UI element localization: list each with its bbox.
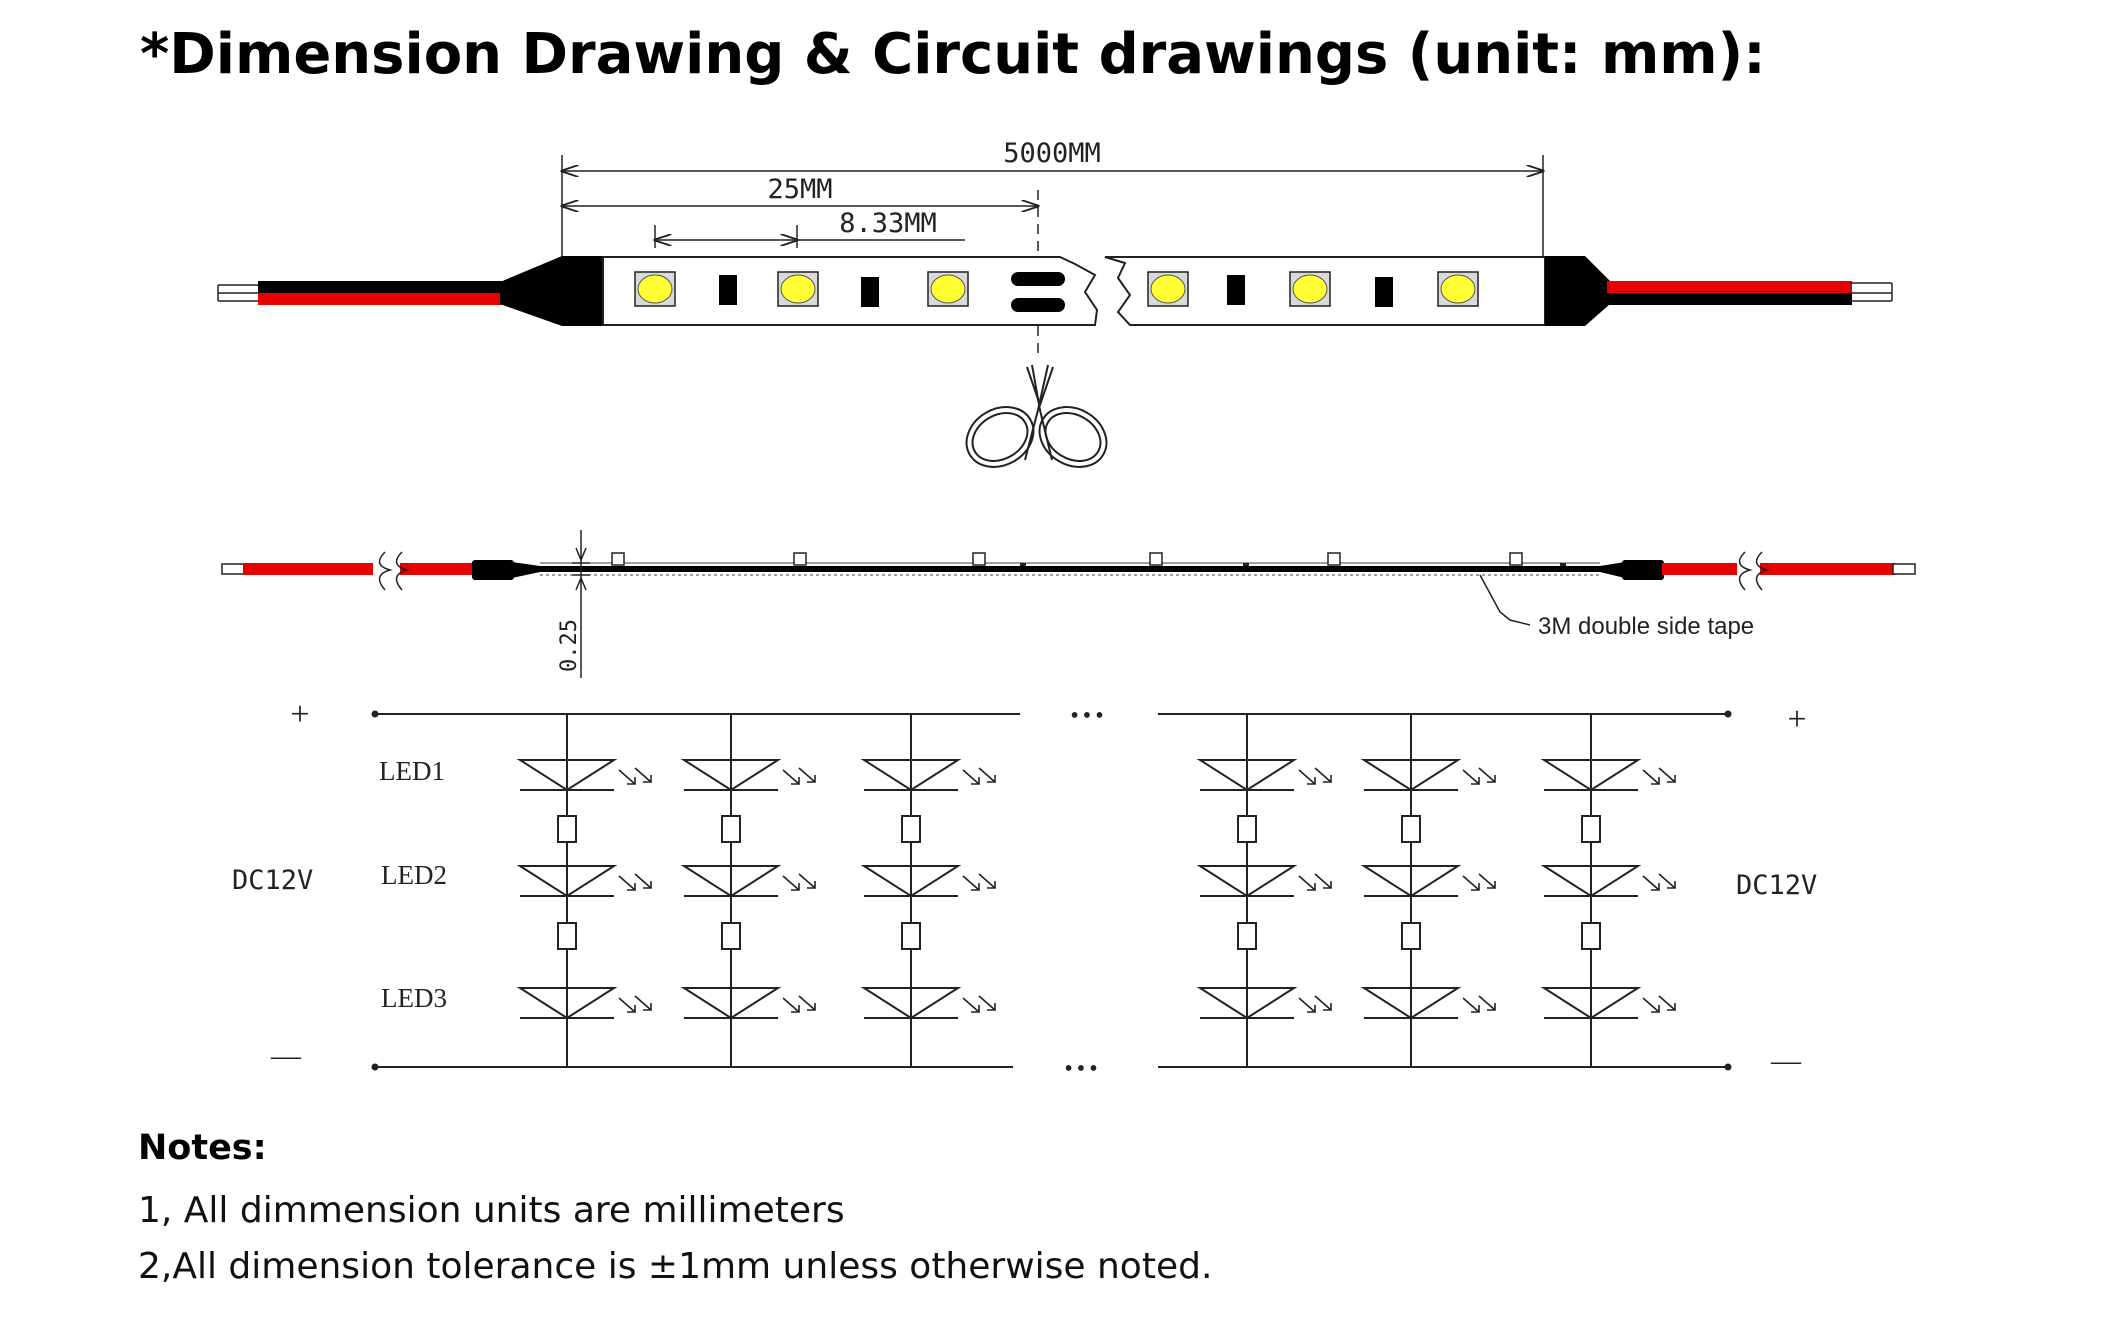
plus-sign-left: + xyxy=(290,696,309,733)
right-wire-pair xyxy=(1545,256,1893,326)
minus-sign-left: — xyxy=(270,1039,302,1072)
resistor-chip xyxy=(1227,275,1245,305)
side-view-strip: 0.25 3M double side tape xyxy=(221,530,1916,678)
led-symbol xyxy=(863,987,996,1019)
continuation-dots-bottom: ••• xyxy=(1064,1056,1101,1082)
resistor-symbol xyxy=(721,922,741,950)
led-chip xyxy=(1437,271,1479,307)
tape-label: 3M double side tape xyxy=(1538,613,1754,640)
note-item: 2,All dimension tolerance is ±1mm unless… xyxy=(138,1246,1213,1287)
led-symbol xyxy=(1543,987,1676,1019)
led-symbol xyxy=(1543,865,1676,897)
resistor-symbol xyxy=(557,815,577,843)
solder-pad xyxy=(1011,298,1065,312)
solder-pad xyxy=(1011,272,1065,286)
led-symbol xyxy=(863,759,996,791)
strip-segment-left xyxy=(602,256,1099,326)
tape-leader-line xyxy=(1479,574,1531,626)
led-chip xyxy=(927,271,969,307)
resistor-symbol xyxy=(1237,922,1257,950)
voltage-label-left: DC12V xyxy=(232,865,313,896)
led-chip xyxy=(634,271,676,307)
thickness-label: 0.25 xyxy=(557,619,582,672)
resistor-chip xyxy=(1375,277,1393,307)
note-item: 1, All dimmension units are millimeters xyxy=(138,1190,845,1231)
led-symbol xyxy=(1363,865,1496,897)
page-title: *Dimension Drawing & Circuit drawings (u… xyxy=(140,22,1766,87)
led-symbol xyxy=(1363,759,1496,791)
led-chip xyxy=(777,271,819,307)
resistor-symbol xyxy=(721,815,741,843)
led-symbol xyxy=(519,865,652,897)
led-chip xyxy=(1147,271,1189,307)
resistor-symbol xyxy=(901,922,921,950)
scissors-icon xyxy=(965,364,1108,468)
led-symbol xyxy=(683,987,816,1019)
led-symbol xyxy=(1363,987,1496,1019)
led-symbol xyxy=(683,865,816,897)
resistor-chip xyxy=(861,277,879,307)
notes-heading: Notes: xyxy=(138,1128,267,1168)
led-symbol xyxy=(519,759,652,791)
led-chip xyxy=(1289,271,1331,307)
resistor-symbol xyxy=(1237,815,1257,843)
led-symbol xyxy=(1199,759,1332,791)
resistor-symbol xyxy=(1401,815,1421,843)
resistor-symbol xyxy=(1581,922,1601,950)
led-symbol xyxy=(1543,759,1676,791)
resistor-symbol xyxy=(901,815,921,843)
led-symbol xyxy=(1199,865,1332,897)
dim-5000mm-label: 5000MM xyxy=(1003,138,1101,169)
top-view-strip: 5000MM 25MM 8.33MM xyxy=(217,138,1893,468)
led1-label: LED1 xyxy=(379,756,445,786)
resistor-symbol xyxy=(1401,922,1421,950)
led-symbol xyxy=(519,987,652,1019)
led-symbol xyxy=(683,759,816,791)
dim-25mm-label: 25MM xyxy=(767,174,832,205)
resistor-symbol xyxy=(557,922,577,950)
led2-label: LED2 xyxy=(381,860,447,890)
dim-8-33mm-label: 8.33MM xyxy=(839,208,937,239)
minus-sign-right: — xyxy=(1770,1044,1802,1077)
led3-label: LED3 xyxy=(381,983,447,1013)
resistor-symbol xyxy=(1581,815,1601,843)
led-symbol xyxy=(1199,987,1332,1019)
circuit-diagram xyxy=(371,710,1732,1071)
plus-sign-right: + xyxy=(1787,701,1806,738)
resistor-chip xyxy=(719,275,737,305)
continuation-dots-top: ••• xyxy=(1070,703,1107,729)
voltage-label-right: DC12V xyxy=(1736,870,1817,901)
led-symbol xyxy=(863,865,996,897)
left-wire-pair xyxy=(217,256,603,326)
